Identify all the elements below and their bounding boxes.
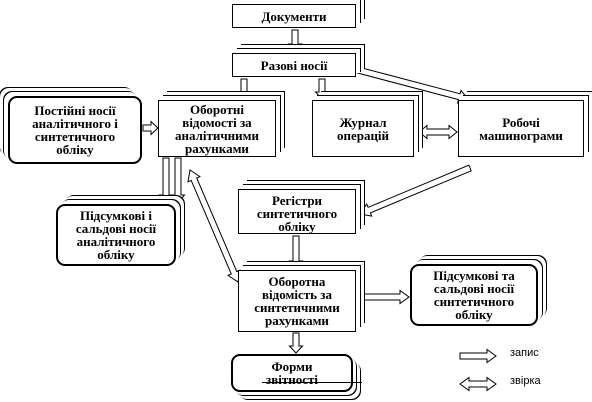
node-documents: Документи: [232, 4, 356, 28]
report-forms-underline: [262, 382, 362, 383]
node-synthetic-registers-label: Регістри синтетичного обліку: [256, 193, 338, 234]
node-final-analytical-label: Підсумкові і сальдові носії аналітичного…: [75, 208, 157, 262]
arrow-turnover-synthetic-to-report-forms: [288, 332, 304, 354]
node-final-synthetic-label: Підсумкові та сальдові носії синтетичног…: [433, 268, 515, 322]
node-one-time-carriers-label: Разові носії: [260, 57, 328, 73]
legend-reconciliation-label: звірка: [510, 375, 541, 387]
arrow-registers-to-turnover-synthetic: [288, 235, 304, 270]
arrow-turnover-synthetic-to-final-synthetic: [357, 289, 410, 305]
node-documents-label: Документи: [261, 8, 327, 24]
node-machine-grams: Робочі машинограми: [458, 100, 584, 157]
node-turnover-analytical: Оборотні відомості за аналітичними рахун…: [158, 100, 276, 157]
legend-record-label: запис: [510, 347, 539, 359]
node-final-analytical: Підсумкові і сальдові носії аналітичного…: [56, 204, 176, 266]
legend-record-arrow: [459, 348, 497, 364]
arrow-one-time-to-turnover-analytical: [236, 78, 252, 100]
node-permanent-carriers-label: Постійні носії аналітичного і синтетично…: [32, 103, 118, 157]
arrow-one-time-to-journal: [314, 78, 330, 100]
node-report-forms: Форми звітності: [231, 354, 353, 392]
node-permanent-carriers: Постійні носії аналітичного і синтетично…: [8, 96, 142, 164]
node-final-synthetic: Підсумкові та сальдові носії синтетичног…: [410, 264, 538, 326]
arrow-documents-to-one-time: [287, 29, 303, 53]
node-machine-grams-label: Робочі машинограми: [479, 114, 563, 143]
node-turnover-synthetic-label: Оборотна відомість за синтетичними рахун…: [254, 274, 340, 328]
node-turnover-analytical-label: Оборотні відомості за аналітичними рахун…: [174, 101, 260, 156]
node-operations-journal-label: Журнал операцій: [336, 114, 390, 143]
arrow-turnover-analytical-synthetic-reconcile: [187, 169, 241, 283]
arrow-turnover-analytical-to-final-analytical-2: [170, 157, 186, 204]
node-operations-journal: Журнал операцій: [312, 100, 414, 157]
arrow-turnover-analytical-to-final-analytical: [158, 157, 174, 204]
arrow-journal-machine-grams-reconcile: [418, 124, 458, 140]
arrow-one-time-to-machine-grams: [356, 66, 469, 104]
legend-reconciliation-arrow: [459, 376, 497, 392]
arrow-machine-grams-to-registers: [359, 164, 472, 217]
arrow-permanent-to-turnover-analytical: [142, 120, 159, 136]
node-one-time-carriers: Разові носії: [232, 53, 356, 77]
node-turnover-synthetic: Оборотна відомість за синтетичними рахун…: [238, 270, 356, 332]
node-synthetic-registers: Регістри синтетичного обліку: [238, 189, 356, 234]
